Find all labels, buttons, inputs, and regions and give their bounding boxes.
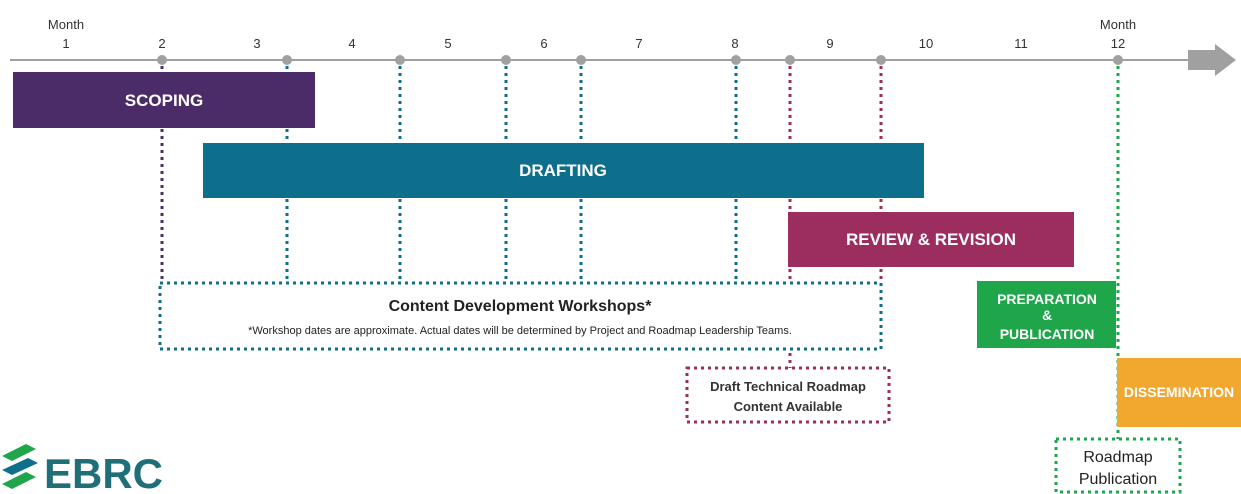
publication-line1: Roadmap <box>1083 449 1152 466</box>
drafting-bar <box>203 143 924 198</box>
axis-marker <box>876 55 886 65</box>
axis-marker <box>731 55 741 65</box>
review-revision-label: REVIEW & REVISION <box>846 230 1016 249</box>
preparation-label-line1: PREPARATION <box>997 291 1097 307</box>
workshops-box <box>158 281 883 351</box>
dissemination-label: DISSEMINATION <box>1124 384 1234 400</box>
month-label-3: 3 <box>253 36 260 51</box>
logo-text: EBRC <box>44 450 163 494</box>
logo-mark-bottom <box>2 472 36 489</box>
month-label-2: 2 <box>158 36 165 51</box>
axis-marker <box>1113 55 1123 65</box>
month-word-end: Month <box>1100 17 1136 32</box>
axis-marker <box>395 55 405 65</box>
workshops-note: *Workshop dates are approximate. Actual … <box>248 325 792 337</box>
axis-marker <box>501 55 511 65</box>
draft-content-line1: Draft Technical Roadmap <box>710 379 866 394</box>
month-label-8: 8 <box>731 36 738 51</box>
axis-markers <box>157 55 1123 65</box>
drafting-label: DRAFTING <box>519 161 607 180</box>
axis-marker <box>157 55 167 65</box>
preparation-label-line3: PUBLICATION <box>1000 326 1095 342</box>
review-revision-bar <box>788 212 1074 267</box>
month-label-4: 4 <box>348 36 355 51</box>
timeline-arrow-icon <box>1188 44 1236 76</box>
month-label-9: 9 <box>826 36 833 51</box>
month-label-5: 5 <box>444 36 451 51</box>
publication-box <box>1054 437 1182 494</box>
dissemination-bar <box>1117 358 1241 427</box>
preparation-publication-bar <box>977 281 1116 348</box>
ebrc-logo: EBRC <box>2 444 163 494</box>
month-label-7: 7 <box>635 36 642 51</box>
axis-marker <box>785 55 795 65</box>
axis-marker <box>576 55 586 65</box>
workshops-title: Content Development Workshops* <box>389 298 653 315</box>
scoping-bar <box>13 72 315 128</box>
axis-marker <box>282 55 292 65</box>
month-label-1: 1 <box>62 36 69 51</box>
preparation-label-line2: & <box>1042 307 1052 323</box>
month-label-6: 6 <box>540 36 547 51</box>
month-label-12: 12 <box>1111 36 1125 51</box>
scoping-label: SCOPING <box>125 91 203 110</box>
logo-mark-middle <box>2 458 38 475</box>
logo-mark-top <box>2 444 36 461</box>
draft-content-line2: Content Available <box>734 399 843 414</box>
month-label-11: 11 <box>1014 36 1028 51</box>
month-label-10: 10 <box>919 36 933 51</box>
month-word-start: Month <box>48 17 84 32</box>
draft-content-box <box>685 366 891 424</box>
publication-line2: Publication <box>1079 471 1157 488</box>
